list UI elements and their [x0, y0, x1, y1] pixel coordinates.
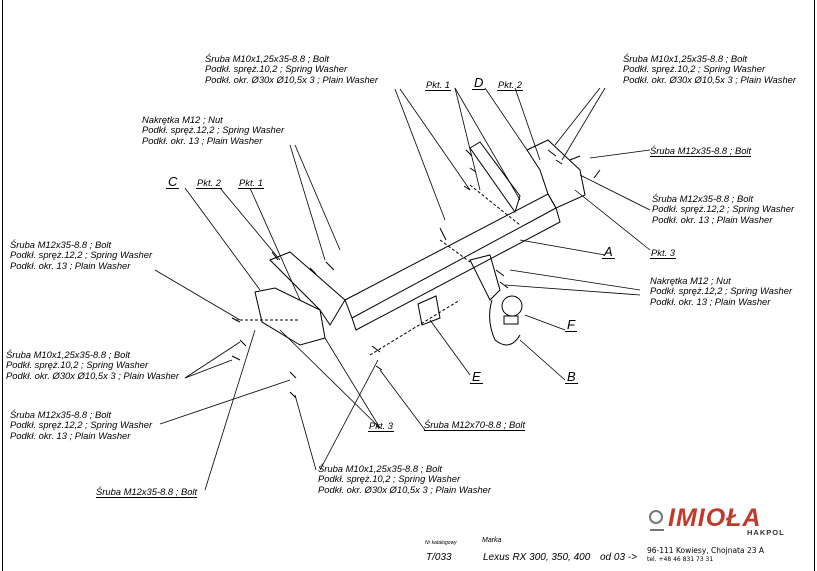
tag-pkt3-bottom: Pkt. 3: [368, 420, 394, 432]
callout-a: A: [602, 244, 615, 259]
callout-b: B: [565, 369, 578, 384]
label-bolt-m12-bottom-single: Śruba M12x35-8.8 ; Bolt: [96, 486, 198, 499]
callout-c: C: [166, 174, 180, 189]
label-bolt-m12x70: Śruba M12x70-8.8 ; Bolt: [424, 419, 526, 432]
bolt-set: [231, 149, 601, 399]
tag-pkt2-top: Pkt. 2: [497, 79, 523, 91]
logo-mark: [649, 510, 664, 531]
catalog-caption: Nr katalogowy: [425, 540, 457, 546]
tag-pkt1-left: Pkt. 1: [238, 177, 264, 189]
brand-logo: IMIOŁA: [668, 504, 762, 532]
socket-plate: [417, 295, 441, 326]
tow-mount: [469, 254, 501, 301]
tow-ball: [501, 295, 523, 317]
tag-pkt1-top: Pkt. 1: [425, 79, 451, 91]
vehicle-model: Lexus RX 300, 350, 400: [483, 552, 591, 563]
callout-e: E: [470, 369, 483, 384]
catalog-number: T/033: [426, 552, 452, 563]
company-address: 96-111 Kowiesy, Chojnata 23 A: [647, 546, 765, 555]
company-phone: tel. +48 46 831 73 31: [647, 556, 714, 563]
callout-f: F: [565, 317, 577, 332]
callout-d: D: [472, 75, 486, 90]
label-bolt-m12-right-single: Śruba M12x35-8.8 ; Bolt: [650, 145, 752, 158]
crossbar-beam: [344, 193, 557, 319]
frame-left-border: [2, 0, 3, 571]
model-year-from: od 03 ->: [600, 552, 637, 563]
tow-neck: [489, 299, 521, 346]
left-bracket: [254, 287, 326, 346]
right-bracket: [526, 139, 586, 209]
brand-caption: Marka: [482, 537, 502, 544]
tag-pkt2-left: Pkt. 2: [196, 177, 222, 189]
tag-pkt3-right: Pkt. 3: [650, 247, 676, 259]
brand-logo-sub: HAKPOL: [747, 528, 785, 537]
frame-right-border: [814, 0, 815, 571]
